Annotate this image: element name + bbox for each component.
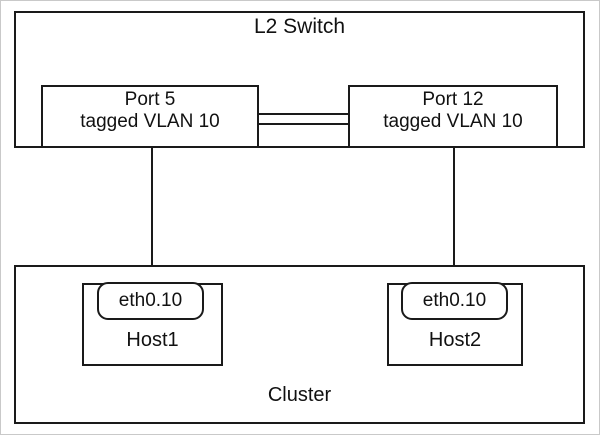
host1-label: Host1 — [126, 329, 179, 351]
port-5-label: Port 5 tagged VLAN 10 — [80, 89, 220, 133]
port-12-label: Port 12 tagged VLAN 10 — [383, 89, 523, 133]
host2-label: Host2 — [428, 329, 482, 351]
cluster-title: Cluster — [267, 384, 332, 406]
trunk-link-lower-edge — [257, 123, 350, 125]
trunk-link-upper-edge — [257, 113, 350, 115]
host1-nic-eth0-10: eth0.10 — [97, 282, 204, 320]
link-port12-to-host2 — [453, 146, 455, 287]
port-5-box — [41, 85, 259, 148]
link-port5-to-host1 — [151, 146, 153, 287]
host2-nic-eth0-10: eth0.10 — [401, 282, 508, 320]
l2-switch-title: L2 Switch — [253, 15, 346, 38]
